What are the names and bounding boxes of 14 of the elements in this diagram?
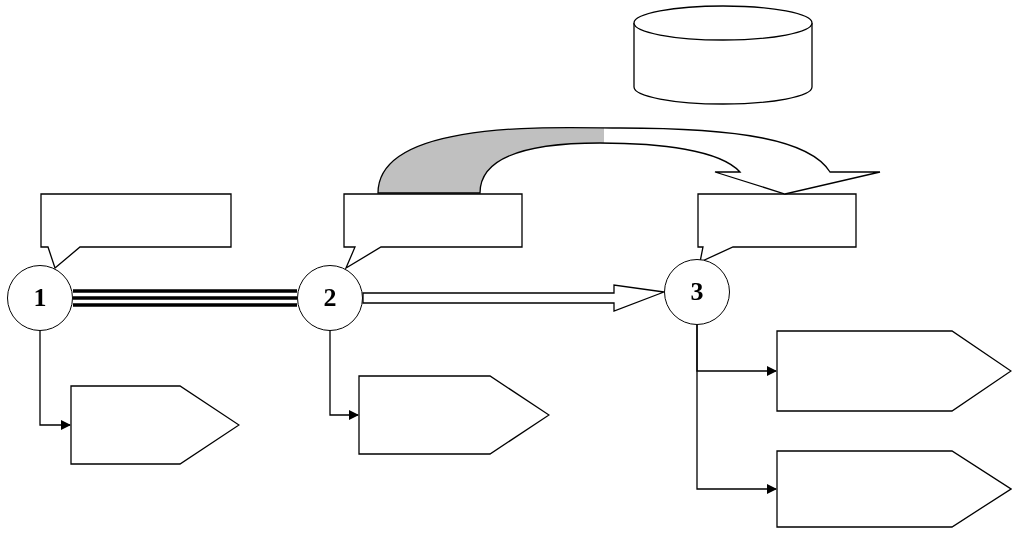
elbow-arrow	[39, 330, 71, 430]
pentagon-shape	[358, 375, 550, 455]
elbow-arrow	[329, 330, 359, 420]
curved-block-arrow	[377, 126, 881, 195]
elbow-arrow	[696, 324, 777, 494]
block-arrow	[362, 284, 665, 312]
callout-box	[697, 193, 857, 263]
callout-box	[40, 193, 232, 269]
cylinder-shape	[633, 5, 813, 105]
pentagon-shape	[70, 385, 240, 465]
triple-line	[71, 289, 299, 307]
pentagon-shape	[776, 330, 1012, 412]
pentagon-shape	[776, 450, 1012, 528]
callout-box	[343, 193, 523, 269]
